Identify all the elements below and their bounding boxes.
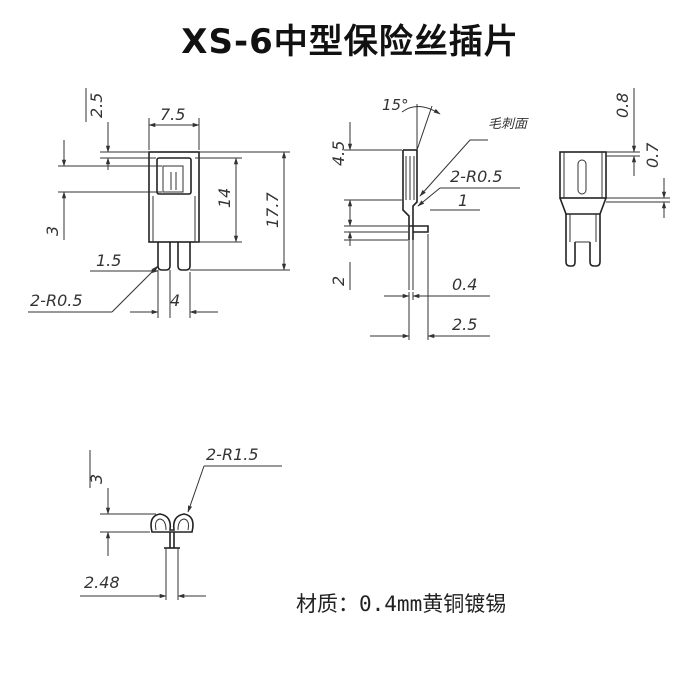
back-dim-b: 0.7	[643, 142, 662, 168]
side-dim-offset: 1	[458, 191, 468, 210]
back-view	[559, 88, 670, 267]
side-dim-tail: 2	[329, 276, 348, 286]
drawing-title: XS-6中型保险丝插片	[181, 22, 519, 62]
side-burr-label: 毛刺面	[488, 117, 529, 132]
side-dim-radius: 2-R0.5	[450, 167, 503, 186]
back-dim-a: 0.8	[613, 93, 632, 118]
bottom-dim-height: 3	[87, 474, 106, 484]
front-dim-top: 2.5	[87, 93, 106, 118]
side-dim-depth: 2.5	[452, 315, 477, 334]
front-leg-left	[157, 242, 171, 271]
side-view	[344, 104, 520, 340]
front-dim-radius: 2-R0.5	[30, 291, 83, 310]
side-dim-thickness: 0.4	[452, 275, 477, 294]
bottom-clip-profile	[150, 513, 194, 533]
front-window-inner	[162, 165, 184, 193]
bottom-view	[80, 450, 282, 600]
front-dim-width: 7.5	[160, 105, 185, 124]
bottom-dim-radius: 2-R1.5	[206, 445, 259, 464]
front-leg-right	[177, 242, 191, 271]
side-profile-back	[402, 150, 410, 240]
front-dim-leg-span: 4	[170, 291, 180, 310]
front-view	[28, 88, 290, 318]
front-dim-total: 17.7	[263, 192, 282, 228]
side-dim-angle: 15°	[382, 96, 409, 114]
front-window	[156, 157, 192, 195]
front-dim-body: 14	[215, 188, 234, 208]
front-body-outline	[148, 151, 200, 243]
side-dim-top: 4.5	[329, 141, 348, 166]
bottom-dim-width: 2.48	[84, 573, 120, 592]
front-dim-leg: 1.5	[96, 251, 121, 270]
back-body-outline	[559, 151, 607, 199]
front-dim-window: 3	[43, 226, 62, 236]
material-note: 材质：0.4mm黄铜镀锡	[296, 592, 507, 616]
side-profile-front	[412, 150, 418, 240]
